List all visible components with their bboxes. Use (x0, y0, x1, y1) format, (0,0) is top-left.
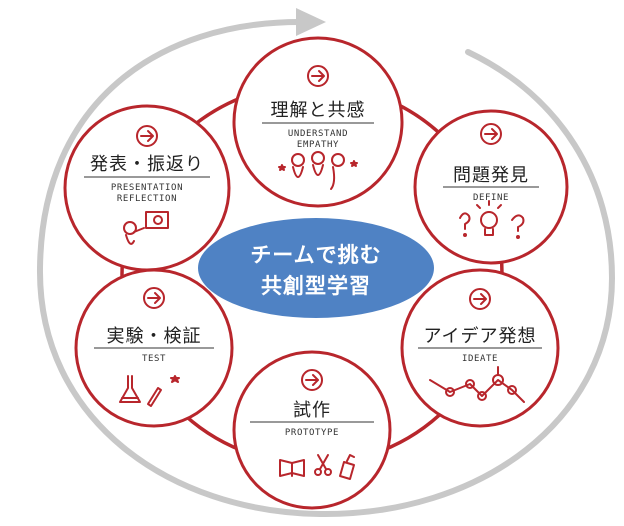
node-subtitle: UNDERSTAND (288, 129, 348, 139)
node-define[interactable]: 問題発見 DEFINE (413, 109, 569, 265)
node-understand[interactable]: 理解と共感 UNDERSTAND EMPATHY (232, 36, 404, 208)
node-test[interactable]: 実験・検証 TEST (74, 268, 234, 428)
center-title-line2: 共創型学習 (261, 274, 371, 298)
center-title-line1: チームで挑む (250, 243, 381, 267)
node-title: 実験・検証 (107, 326, 202, 347)
node-subtitle-2: EMPATHY (297, 140, 339, 150)
craft-tools-icon (279, 454, 355, 480)
node-ideate[interactable]: アイデア発想 IDEATE (400, 268, 560, 428)
node-title: 試作 (293, 400, 331, 421)
node-title: 問題発見 (453, 165, 529, 186)
arrow-circle-icon[interactable] (136, 125, 158, 147)
arrow-circle-icon[interactable] (469, 288, 491, 310)
node-subtitle: DEFINE (473, 193, 509, 203)
people-icon (278, 151, 358, 190)
node-subtitle: TEST (142, 354, 166, 364)
node-subtitle: PROTOTYPE (285, 428, 339, 438)
presenter-icon (123, 211, 169, 245)
arrow-circle-icon[interactable] (143, 287, 165, 309)
node-subtitle: PRESENTATION (111, 183, 183, 193)
node-prototype[interactable]: 試作 PROTOTYPE (232, 350, 392, 510)
center-ellipse (198, 218, 434, 318)
flask-icon (119, 375, 180, 407)
node-title: アイデア発想 (423, 326, 536, 347)
network-icon (429, 366, 525, 403)
node-presentation[interactable]: 発表・振返り PRESENTATION REFLECTION (63, 104, 231, 272)
center-label: チームで挑む 共創型学習 (198, 218, 434, 318)
node-subtitle: IDEATE (462, 354, 498, 364)
outer-cycle-arc-left (36, 19, 616, 518)
arrow-circle-icon[interactable] (307, 65, 329, 87)
lightbulb-question-icon (459, 200, 525, 239)
node-title: 発表・振返り (90, 154, 204, 175)
node-title: 理解と共感 (271, 100, 366, 121)
cycle-arrows (36, 8, 616, 518)
arrow-circle-icon[interactable] (301, 369, 323, 391)
cycle-arrowhead-icon (296, 8, 326, 36)
arrow-circle-icon[interactable] (480, 123, 502, 145)
node-subtitle-2: REFLECTION (117, 194, 177, 204)
